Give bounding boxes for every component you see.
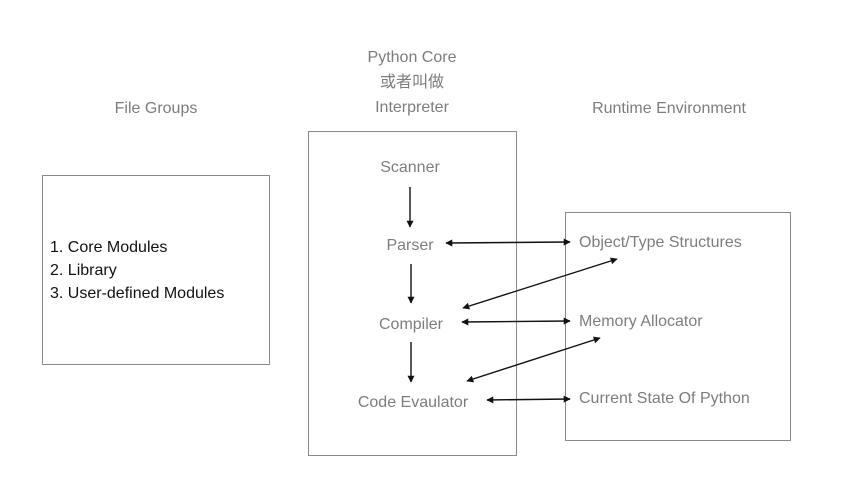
file-groups-box <box>42 175 270 365</box>
runtime-environment-box <box>565 212 791 441</box>
parser-label: Parser <box>386 237 434 254</box>
evaluator-current-state-arrow <box>486 395 571 404</box>
object-type-structures-label: Object/Type Structures <box>579 234 742 251</box>
memory-allocator-label: Memory Allocator <box>579 313 703 330</box>
runtime-environment-title: Runtime Environment <box>592 100 746 117</box>
parser-object-structures-arrow <box>445 238 571 247</box>
file-group-item: 2. Library <box>50 262 117 279</box>
interpreter-title-line1: Python Core <box>367 49 457 66</box>
scanner-label: Scanner <box>380 159 440 176</box>
compiler-label: Compiler <box>378 316 444 333</box>
evaluator-memory-allocator-arrow <box>466 336 601 383</box>
compiler-object-structures-arrow <box>462 257 618 310</box>
file-groups-title: File Groups <box>114 100 198 117</box>
current-state-label: Current State Of Python <box>579 390 750 407</box>
interpreter-title-line2: 或者叫做 <box>379 74 445 91</box>
file-groups-list: 1. Core Modules 2. Library 3. User-defin… <box>50 236 224 305</box>
file-group-item: 1. Core Modules <box>50 239 168 256</box>
interpreter-title-line3: Interpreter <box>375 99 449 116</box>
code-evaluator-label: Code Evaulator <box>357 394 469 411</box>
file-group-item: 3. User-defined Modules <box>50 285 225 302</box>
compiler-memory-allocator-arrow <box>461 317 571 326</box>
